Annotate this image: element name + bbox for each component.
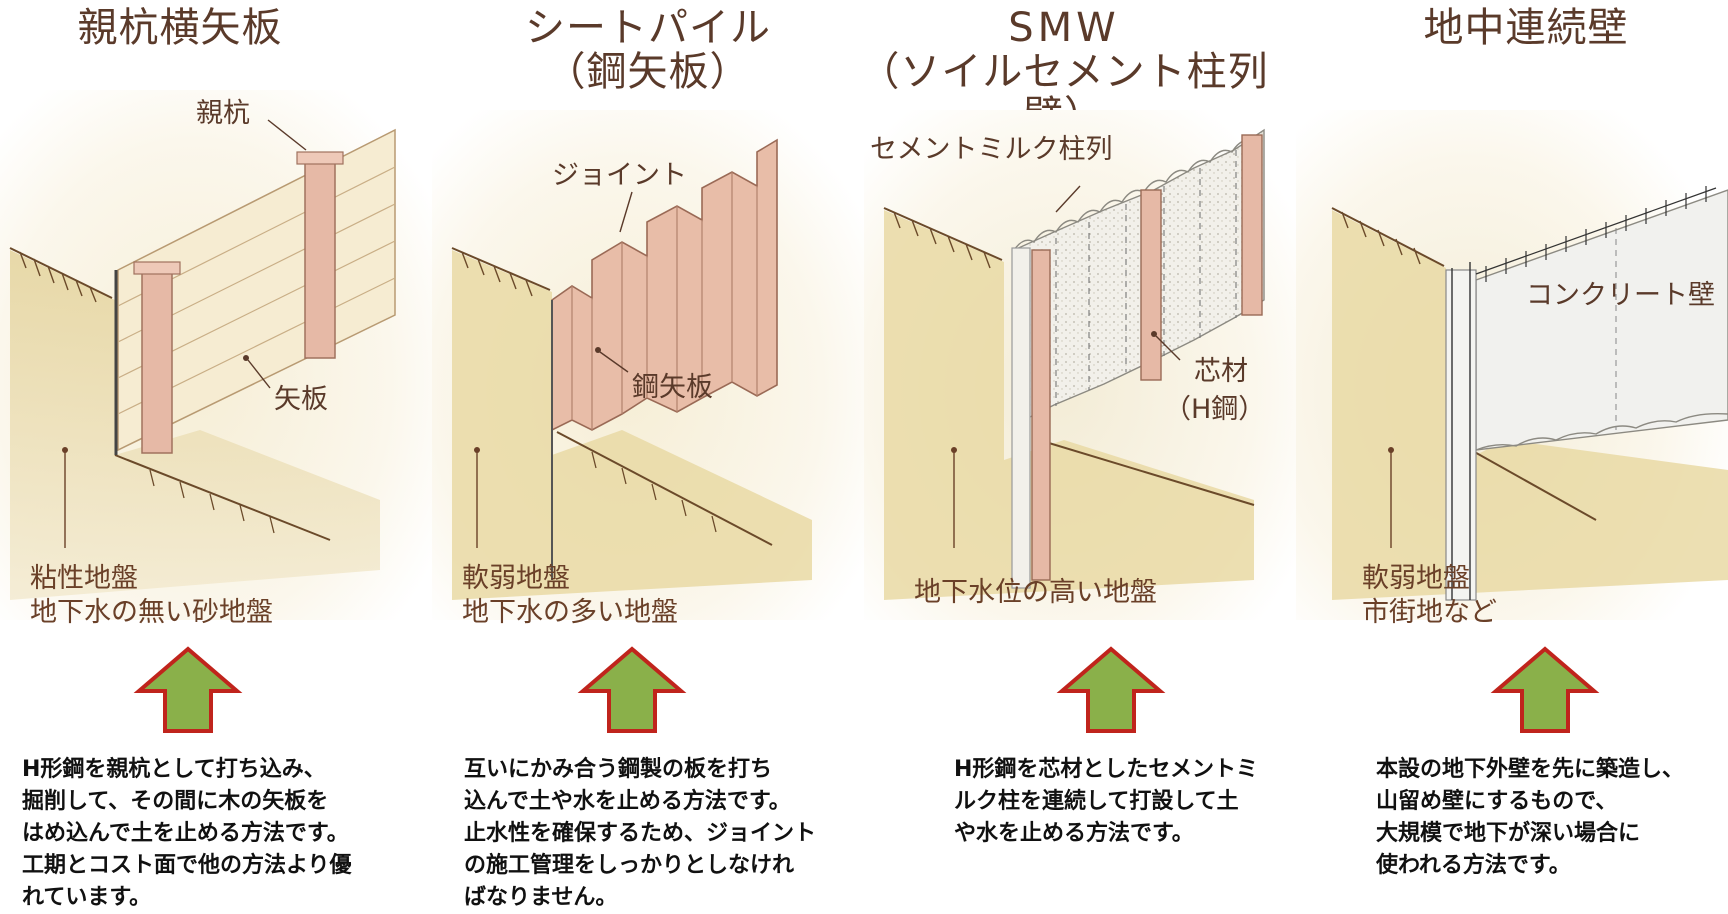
description: 本設の地下外壁を先に築造し、 山留め壁にするもので、 大規模で地下が深い場合に … xyxy=(1376,757,1685,878)
soil-condition-line-1: 軟弱地盤 xyxy=(1362,563,1470,594)
panel-soldier-pile: 親杭横矢板 xyxy=(0,0,432,912)
description: 互いにかみ合う鋼製の板を打ち 込んで土や水を止める方法です。 止水性を確保するた… xyxy=(464,757,817,910)
label-joint: ジョイント xyxy=(552,160,687,191)
sheet-pile-illustration xyxy=(432,110,864,620)
panel-title: 地中連続壁 xyxy=(1423,5,1629,51)
soil-condition-line-1: 地下水位の高い地盤 xyxy=(914,577,1157,608)
panel-sheet-pile: シートパイル （鋼矢板） xyxy=(432,0,864,912)
soil-condition-line-2: 地下水の無い砂地盤 xyxy=(30,597,273,628)
up-arrow-icon xyxy=(1056,646,1166,733)
panel-title: 親杭横矢板 xyxy=(77,5,283,51)
smw-illustration xyxy=(864,110,1296,620)
label-h-steel: （H鋼） xyxy=(1164,394,1266,425)
description: H形鋼を親杭として打ち込み、 掘削して、その間に木の矢板を はめ込んで土を止める… xyxy=(22,757,352,910)
soldier-pile-illustration xyxy=(0,90,432,620)
panel-smw: SMW （ソイルセメント柱列壁） xyxy=(859,0,1296,912)
label-cement-milk-columns: セメントミルク柱列 xyxy=(870,134,1113,165)
label-soldier-pile: 親杭 xyxy=(196,98,250,129)
panel-diaphragm-wall: 地中連続壁 xyxy=(1296,0,1728,912)
soil-condition-line-1: 軟弱地盤 xyxy=(462,563,570,594)
label-concrete-wall: コンクリート壁 xyxy=(1526,280,1715,311)
soil-condition-line-2: 地下水の多い地盤 xyxy=(462,597,678,628)
up-arrow-icon xyxy=(577,646,687,733)
soil-condition-line-2: 市街地など xyxy=(1362,597,1497,628)
description: H形鋼を芯材としたセメントミ ルク柱を連続して打設して土 や水を止める方法です。 xyxy=(954,757,1258,846)
soil-condition-line-1: 粘性地盤 xyxy=(30,563,138,594)
panel-title: シートパイル （鋼矢板） xyxy=(525,5,771,95)
label-lagging: 矢板 xyxy=(274,384,328,415)
label-steel-sheet-pile: 鋼矢板 xyxy=(632,372,713,403)
up-arrow-icon xyxy=(133,646,243,733)
panel-title: SMW （ソイルセメント柱列壁） xyxy=(859,5,1269,138)
label-core-member: 芯材 xyxy=(1194,356,1248,387)
diaphragm-wall-illustration xyxy=(1296,110,1728,620)
up-arrow-icon xyxy=(1490,646,1600,733)
